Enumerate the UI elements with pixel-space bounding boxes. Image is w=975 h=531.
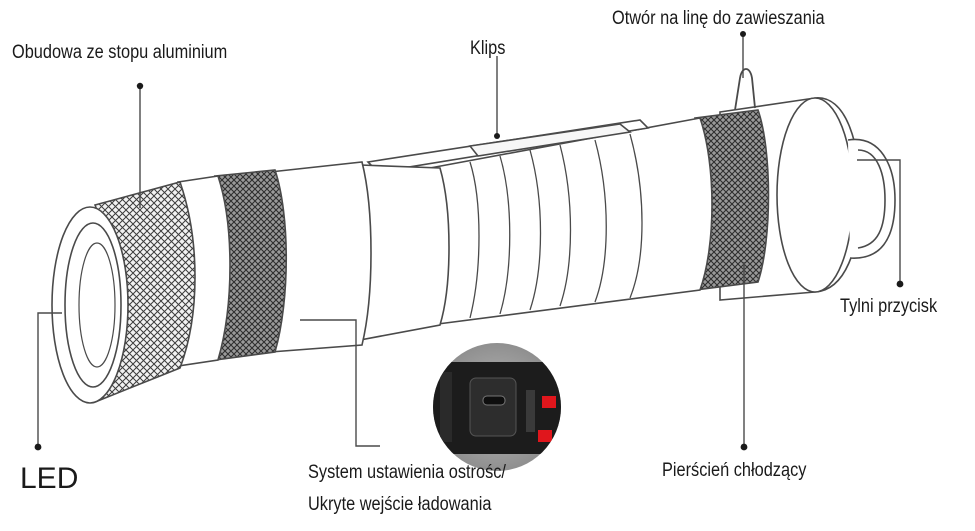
leader-focus <box>300 319 380 447</box>
leader-lines <box>37 34 901 447</box>
red-marker-top <box>542 396 556 408</box>
label-focus-line2: Ukryte wejście ładowania <box>308 494 492 515</box>
label-cooling-ring: Pierścień chłodzący <box>662 460 807 481</box>
leader-tail-button <box>857 159 901 284</box>
tail-cap-end <box>776 97 854 293</box>
label-tail-button: Tylni przycisk <box>840 296 938 317</box>
label-clip: Klips <box>470 38 506 59</box>
usb-c-port <box>482 395 506 406</box>
leader-dots <box>34 31 904 451</box>
label-housing: Obudowa ze stopu aluminium <box>12 42 228 63</box>
leader-led <box>37 312 62 447</box>
flashlight-body <box>51 97 896 404</box>
label-lanyard-hole: Otwór na linę do zawieszania <box>612 8 825 29</box>
label-led: LED <box>20 462 79 495</box>
red-marker-bottom <box>538 430 552 442</box>
focus-collar <box>358 164 450 342</box>
lens <box>64 222 122 388</box>
label-focus-line1: System ustawienia ostrośc/ <box>308 462 506 483</box>
charging-port-inset <box>433 343 561 471</box>
lanyard-loop <box>734 68 756 111</box>
